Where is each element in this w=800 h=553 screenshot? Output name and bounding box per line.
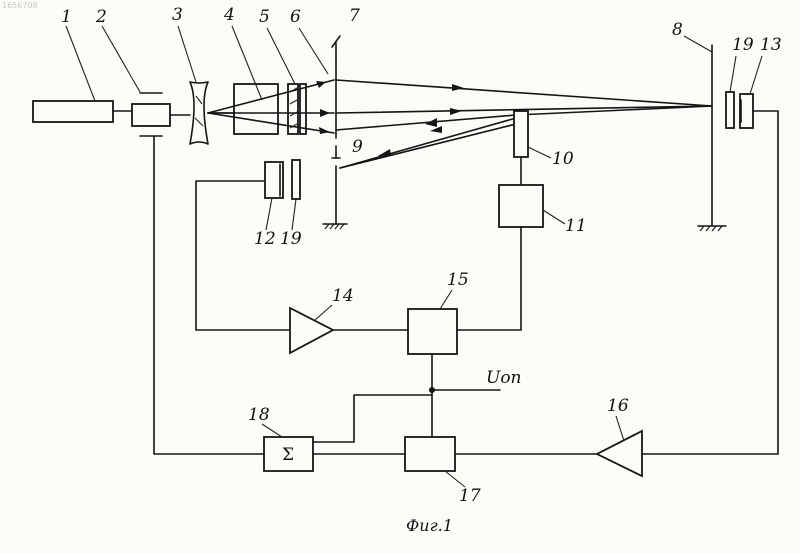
amplifier-14 (290, 308, 333, 353)
label-13: 13 (760, 35, 782, 55)
amplifier-16 (597, 431, 642, 476)
laser-source-1 (33, 101, 113, 122)
label-11: 11 (565, 216, 587, 236)
label-9: 9 (352, 137, 363, 157)
filter-19-left (292, 160, 300, 199)
wire-12-14 (196, 181, 290, 330)
label-3: 3 (172, 5, 183, 25)
label-12: 12 (254, 229, 276, 249)
label-1: 1 (61, 7, 72, 27)
label-19-target: 19 (732, 35, 754, 55)
label-18: 18 (248, 405, 270, 425)
sum-symbol: Σ (282, 445, 294, 465)
patent-corner-number: 1656708 (2, 1, 38, 10)
target-8 (698, 45, 726, 231)
diverging-lens-3 (190, 82, 208, 144)
block-11 (499, 185, 543, 227)
reference-labels: 1 2 3 4 5 6 7 8 9 10 11 12 19 19 13 14 1… (61, 5, 782, 506)
label-10: 10 (552, 149, 574, 169)
filter-19-target (726, 92, 734, 128)
screen-9-mount (323, 146, 347, 229)
figure-caption: Фиг.1 (406, 516, 453, 535)
label-16: 16 (607, 396, 629, 416)
photodetector-12 (265, 162, 283, 198)
label-4: 4 (223, 5, 235, 25)
modulator-2 (132, 93, 170, 136)
label-8: 8 (672, 20, 683, 40)
collimator-4 (234, 84, 278, 134)
wire-node-18 (313, 395, 432, 442)
label-17: 17 (459, 486, 481, 506)
label-15: 15 (447, 270, 469, 290)
wire-13-16 (642, 111, 778, 454)
block-17 (405, 437, 455, 471)
label-6: 6 (290, 7, 301, 27)
label-19-left: 19 (280, 229, 302, 249)
transmit-beams (336, 80, 712, 115)
label-5: 5 (259, 7, 270, 27)
reference-voltage-label: Uоп (486, 368, 522, 388)
label-7: 7 (349, 6, 360, 26)
label-14: 14 (332, 286, 354, 306)
stop-7 (332, 36, 340, 60)
comparator-15 (408, 309, 457, 354)
photodetector-13 (740, 94, 753, 128)
photodetector-10 (514, 111, 528, 157)
label-2: 2 (95, 7, 107, 27)
